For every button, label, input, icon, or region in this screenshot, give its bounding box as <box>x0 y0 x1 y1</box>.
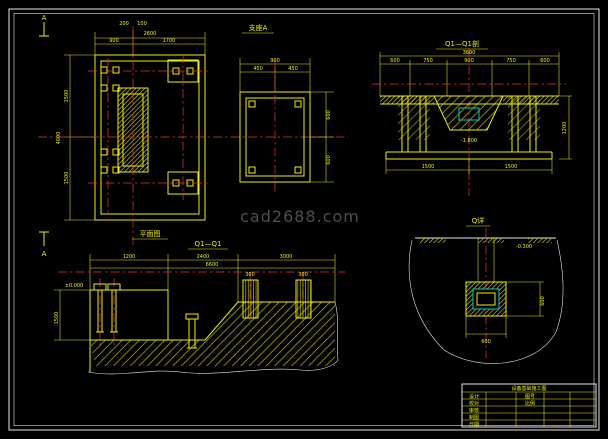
section-right-caption: Q1—Q1剖 <box>445 39 479 48</box>
section-left-caption: Q1—Q1 <box>195 240 222 248</box>
soil-hatch <box>90 302 335 366</box>
dim-label: ±0.000 <box>65 283 84 289</box>
section-cut-markers: A A <box>39 14 49 258</box>
detail-box-core <box>476 292 496 306</box>
title-block-cell: 比例 <box>525 400 535 407</box>
dim-label: 4000 <box>56 132 62 145</box>
title-block-cell: 制图 <box>469 414 479 421</box>
dim-label: 300 <box>298 272 308 278</box>
bolt-strip-hatch-1 <box>243 280 258 318</box>
dim-label: 600 <box>326 110 332 120</box>
plan-caption: 平面图 <box>140 230 161 238</box>
frame-outer <box>8 8 600 431</box>
plate-bolts <box>248 100 302 174</box>
dim-label: 1500 <box>64 172 70 185</box>
dim-label: 600 <box>481 339 491 345</box>
section-left-bolts <box>93 283 199 349</box>
section-right-bottom-dims <box>385 95 572 174</box>
plate-dimension-lines <box>239 58 334 183</box>
detail-box-outer <box>465 281 507 317</box>
title-block-cell: 日期 <box>469 422 479 428</box>
watermark: cad2688.com <box>240 207 360 226</box>
break-lines <box>87 301 339 375</box>
section-left-centerlines <box>58 271 345 346</box>
title-block-cell: 设计 <box>469 393 479 400</box>
dim-label: 1200 <box>123 254 136 260</box>
dim-label: 200 <box>119 21 129 27</box>
dim-label: 2600 <box>144 31 157 37</box>
detail-dims <box>465 281 544 338</box>
dim-label: 1500 <box>422 164 435 170</box>
title-block-grid <box>462 391 596 427</box>
plate-plan-view: 支座A <box>239 23 334 192</box>
plan-centerlines <box>38 26 348 246</box>
dimension-labels: 900 1700 2600 200 100 1500 1500 4000 450 450 900 60… <box>54 21 568 345</box>
dim-label: 750 <box>423 58 433 64</box>
dim-label: 600 <box>540 58 550 64</box>
section-right-view: Q1—Q1剖 <box>372 39 572 196</box>
dim-label: 900 <box>109 38 119 44</box>
dim-label: 1700 <box>163 38 176 44</box>
dim-label: 300 <box>245 272 255 278</box>
plan-view-main: 平面图 <box>38 26 348 246</box>
frame-inner <box>13 13 595 426</box>
cut-marker-label-bottom: A <box>42 250 47 258</box>
bolt-strip-1 <box>242 279 259 319</box>
cut-marker-lines <box>39 22 49 246</box>
section-right-top-dims <box>379 52 560 96</box>
dim-label: 6600 <box>206 262 219 268</box>
dim-label: 600 <box>540 296 546 306</box>
bolt-strip-hatch-2 <box>296 280 311 318</box>
section-left-outline <box>89 289 335 372</box>
title-block-cell: 图号 <box>525 394 535 400</box>
dim-label: 1500 <box>64 90 70 103</box>
ground-hatch-2 <box>478 238 504 243</box>
title-block-cell: 校对 <box>469 400 479 407</box>
dim-label: 450 <box>288 66 298 72</box>
pocket-insert <box>458 107 480 121</box>
dim-label: 2400 <box>197 254 210 260</box>
drawing-frame <box>8 8 600 431</box>
dim-label: 900 <box>464 58 474 64</box>
detail-caption: Q详 <box>472 216 485 225</box>
ground-hatch-3 <box>528 238 552 243</box>
dim-label: 1500 <box>54 312 60 325</box>
dim-label: 600 <box>390 58 400 64</box>
bolt-zone-hatch-right <box>508 96 540 140</box>
detail-box-inner <box>472 288 500 310</box>
pocket-hatch <box>434 96 503 130</box>
dim-label: 600 <box>326 155 332 165</box>
detail-break-line <box>408 239 564 364</box>
cut-marker-label-top: A <box>42 14 47 22</box>
dim-label: 3600 <box>463 50 476 56</box>
dim-label: 900 <box>270 58 280 64</box>
dim-label: 3000 <box>280 254 293 260</box>
detail-view: Q详 <box>408 216 564 364</box>
ground-hatch-1 <box>420 238 446 243</box>
title-block-header: 设备基础施工图 <box>511 385 546 392</box>
dim-label: 1200 <box>562 122 568 135</box>
bolt-strip-2 <box>295 279 312 319</box>
dim-label: -0.300 <box>516 244 532 250</box>
plan-outlines <box>94 54 206 221</box>
title-block-border <box>461 383 597 428</box>
plate-caption: 支座A <box>249 23 268 32</box>
dim-label: 450 <box>253 66 263 72</box>
dim-label: 100 <box>137 21 147 27</box>
bolt-zone-hatch-left <box>398 96 430 140</box>
detail-bolt-lines <box>477 238 495 282</box>
dim-label: 1500 <box>505 164 518 170</box>
section-left-view: Q1—Q1 <box>54 240 345 375</box>
dim-label: 750 <box>506 58 516 64</box>
dim-label: -1.800 <box>461 138 477 144</box>
title-block-cell: 审核 <box>469 407 479 414</box>
